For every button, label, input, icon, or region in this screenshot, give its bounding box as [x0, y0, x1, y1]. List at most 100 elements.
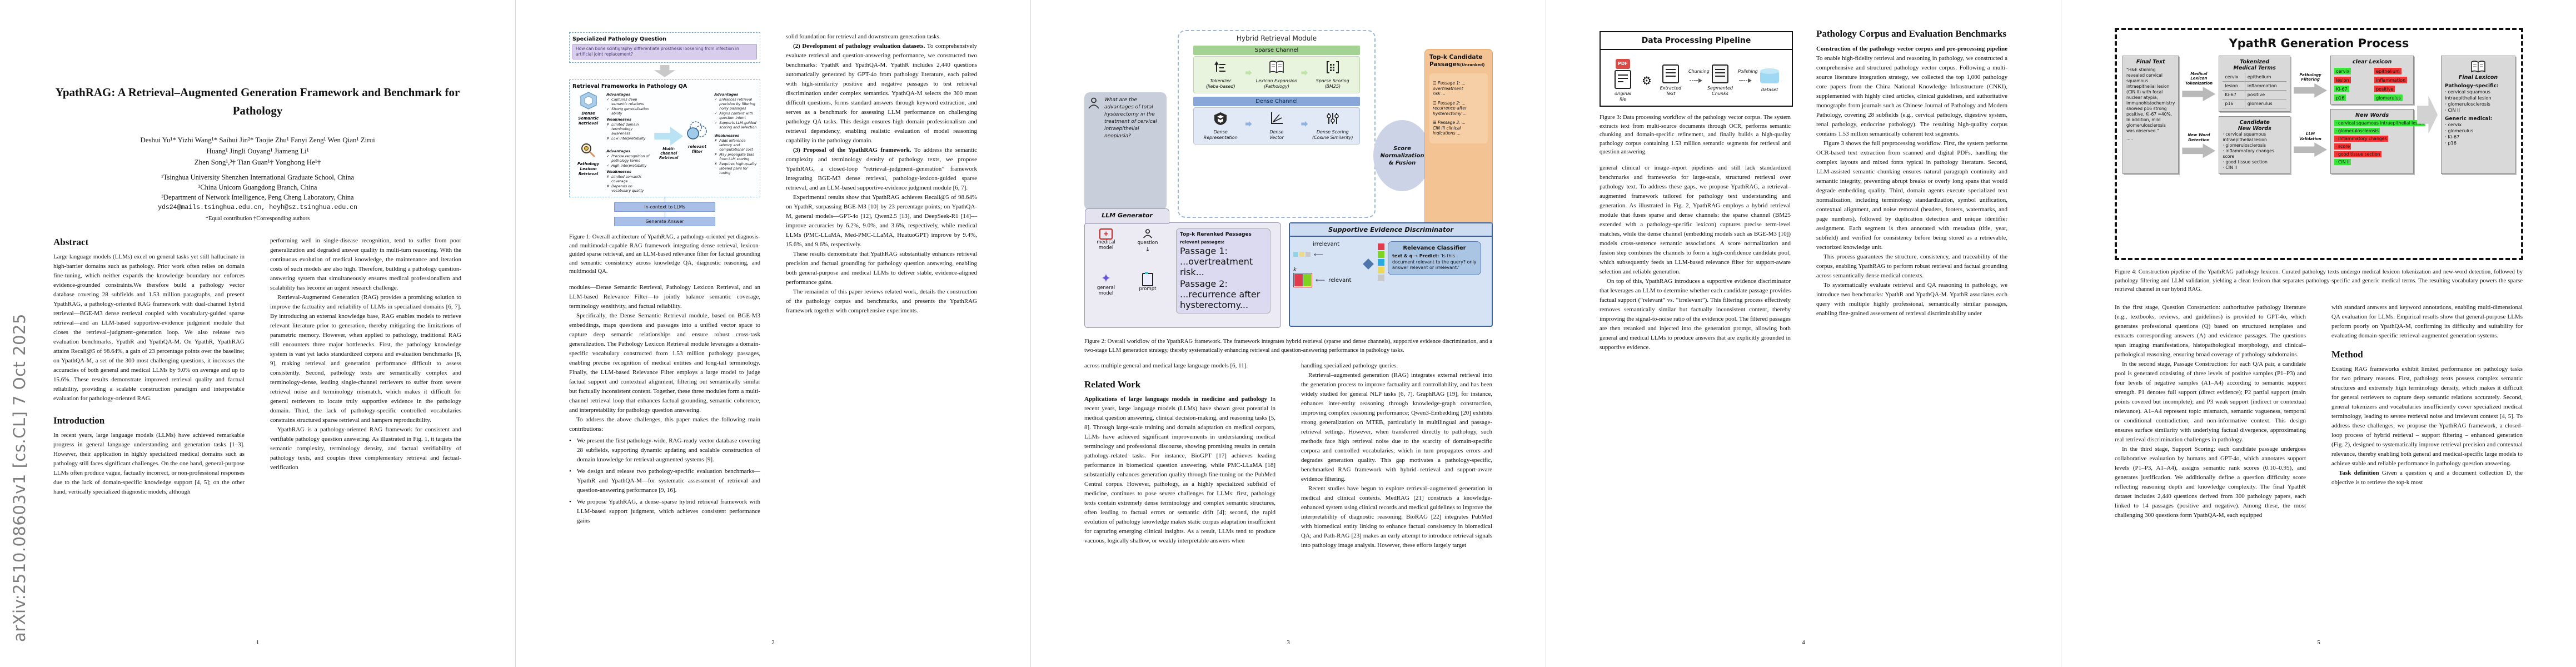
- lexicon-term: lesion: [2334, 77, 2351, 83]
- dense-vector-label: Dense Vector: [1269, 130, 1284, 140]
- column-left: Specialized Pathology Question How can b…: [569, 0, 760, 526]
- candidate-word: · CIN II: [2223, 165, 2238, 170]
- weakness-item: ✗Requires high-quality labeled pairs for…: [714, 162, 757, 175]
- page-2: Specialized Pathology Question How can b…: [515, 0, 1030, 667]
- reranked-passages-box: Top-k Reranked Passages relevant passage…: [1176, 228, 1270, 313]
- new-words-box: New Words · cervical squamous intraepith…: [2330, 109, 2425, 174]
- right-arrow-icon: [654, 127, 684, 146]
- magnifier-icon: [581, 143, 595, 158]
- sparse-scoring-label: Sparse Scoring (BM25): [1316, 78, 1349, 89]
- polishing-arrow: Polishing: [1737, 69, 1758, 89]
- method-heading: Method: [2331, 349, 2363, 360]
- k-label: k: [1293, 267, 1297, 273]
- topk-kept-box: [1293, 273, 1312, 287]
- vector-axis-icon: [1270, 112, 1283, 124]
- passage-chip: [1293, 252, 1298, 257]
- page-3: What are the advantages of total hystere…: [1030, 0, 1546, 667]
- tokenizer-icon: [1214, 61, 1226, 72]
- weakness-item: ✗May propagate bias from LLM scoring: [714, 153, 754, 161]
- candidate-passage: ☰ Passage 3: ... CIN III clinical indica…: [1433, 120, 1466, 136]
- general-model-icon: ✦: [1100, 271, 1112, 286]
- llm-generator-panel: LLM Generator medical model question ↓ ✦…: [1084, 208, 1281, 328]
- body-paragraph: To systematically evaluate retrieval and…: [1816, 282, 2007, 317]
- term-cell: cervix: [2223, 73, 2245, 82]
- affiliations: ¹Tsinghua University Shenzhen Internatio…: [53, 172, 462, 202]
- body-paragraph: In the first stage, Question Constructio…: [2115, 303, 2306, 358]
- evidence-discriminator-panel: Supportive Evidence Discriminator irrele…: [1289, 222, 1493, 327]
- advantage-item: ✓Aligns content with question intent: [714, 112, 753, 120]
- question-item: question ↓: [1128, 228, 1167, 271]
- general-model-label: general model: [1097, 285, 1115, 296]
- pdf-icon: PDF: [1616, 59, 1630, 69]
- body-paragraph: Task definition Given a question q and a…: [2331, 469, 2523, 486]
- figure-4: YpathR Generation Process Final Text "H&…: [2115, 28, 2523, 260]
- advantage-item: ✓Supports LLM-guided scoring and selecti…: [714, 121, 757, 130]
- weakness-item: ✗Depends on vocabulary quality: [606, 185, 644, 193]
- polishing-label: Polishing: [1737, 69, 1758, 74]
- lexicon-term: cervix: [2334, 68, 2351, 74]
- prompt-icon: [1142, 271, 1153, 286]
- body-paragraph: On top of this, YpathRAG introduces a su…: [1600, 277, 1791, 351]
- llm-generator-label: LLM Generator: [1085, 208, 1169, 224]
- abstract-heading: Abstract: [53, 237, 89, 247]
- candidate-word: · glomerulosclerosis: [2223, 143, 2266, 148]
- weakness-item: ✗Limited semantic coverage: [606, 175, 642, 183]
- passage-chip: [1378, 243, 1384, 250]
- matrix-icon: [1326, 61, 1339, 73]
- candidate-passage: ☰ Passage 1: ... overtreatment risk ...: [1433, 81, 1466, 96]
- new-word-term: · glomerulosclerosis: [2334, 127, 2380, 134]
- spq-question: How can bone scintigraphy differentiate …: [572, 44, 757, 59]
- document-icon: [1662, 64, 1679, 83]
- candidate-word: · good tissue section: [2223, 160, 2268, 165]
- lexicon-term: inflammation: [2374, 77, 2408, 83]
- body-paragraph: performing well in single-disease recogn…: [270, 237, 461, 291]
- generation-process-title: YpathR Generation Process: [2229, 37, 2409, 50]
- lexicon-entry: · CIN II: [2445, 107, 2460, 113]
- author-line: Huang¹ Jingli Ouyang¹ Jiameng Li¹: [206, 147, 309, 155]
- final-lexicon-box: Final Lexicon Pathology-specific: · cerv…: [2441, 56, 2515, 174]
- generate-answer-bar: Generate Answer: [614, 217, 715, 226]
- weakness-item: ✗Limited domain terminology awareness: [606, 123, 639, 136]
- lexicon-term: Ki-67: [2334, 86, 2349, 92]
- advantages-heading: Advantages: [606, 92, 631, 97]
- new-word-term: · CIN II: [2334, 158, 2351, 165]
- original-file-label: original file: [1615, 91, 1631, 102]
- author-list: Deshui Yu¹* Yizhi Wang¹* Saihui Jin²* Ta…: [53, 135, 462, 168]
- relevant-filter-label: relevant filter: [687, 145, 706, 154]
- small-arrow-icon: [1245, 70, 1252, 76]
- weaknesses-heading: Weaknesses: [606, 170, 632, 174]
- contribution-bullet: •We propose YpathRAG, a dense–sparse hyb…: [569, 498, 760, 524]
- weakness-item: ✗Low interpretability: [606, 137, 646, 141]
- tokenization-arrow: Medical Lexicon Tokenization: [2182, 71, 2216, 102]
- page-number: 1: [256, 639, 260, 646]
- candidate-color-stack: [1378, 243, 1384, 281]
- advantage-item: ✓Precise recognition of pathology terms: [606, 155, 650, 163]
- tokenizer-cell: Tokenizer (Jieba-based): [1196, 60, 1245, 89]
- relevant-filter-group: relevant filter: [682, 91, 712, 194]
- dense-channel-header: Dense Channel: [1193, 97, 1360, 106]
- page-number: 2: [771, 639, 775, 646]
- right-arrow-icon: [2294, 142, 2328, 157]
- tokenization-arrow-label: Medical Lexicon Tokenization: [2185, 71, 2213, 86]
- body-paragraph: Figure 3 shows the full preprocessing wo…: [1816, 140, 2007, 251]
- question-person-icon: [1143, 229, 1153, 238]
- lexicon-term: glomerulus: [2374, 94, 2403, 101]
- right-arrow-icon: [2294, 83, 2328, 98]
- abstract-text: Large language models (LLMs) excel on ge…: [53, 253, 245, 402]
- passage-list: ☰ Passage 1: ... overtreatment risk ... ☰…: [1429, 73, 1488, 143]
- lexicon-retrieval-label: Pathology Lexicon Retrieval: [577, 162, 600, 176]
- figure-1: Specialized Pathology Question How can b…: [569, 32, 760, 226]
- column-right: Pathology Corpus and Evaluation Benchmar…: [1816, 0, 2007, 352]
- passage-chip: [1306, 252, 1311, 257]
- right-arrow-icon: [2182, 143, 2216, 158]
- passage-chip: [1378, 251, 1384, 258]
- weaknesses-heading: Weaknesses: [714, 133, 740, 138]
- discriminator-title: Supportive Evidence Discriminator: [1290, 223, 1492, 237]
- term-cell: Ki-67: [2223, 90, 2245, 99]
- ellipsis: .....: [2126, 136, 2134, 141]
- lexicon-entry: · glomerulus: [2445, 128, 2474, 133]
- candidate-passage: ☰ Passage 2: ... recurrence after hyster…: [1433, 100, 1467, 116]
- spq-title: Specialized Pathology Question: [572, 36, 667, 42]
